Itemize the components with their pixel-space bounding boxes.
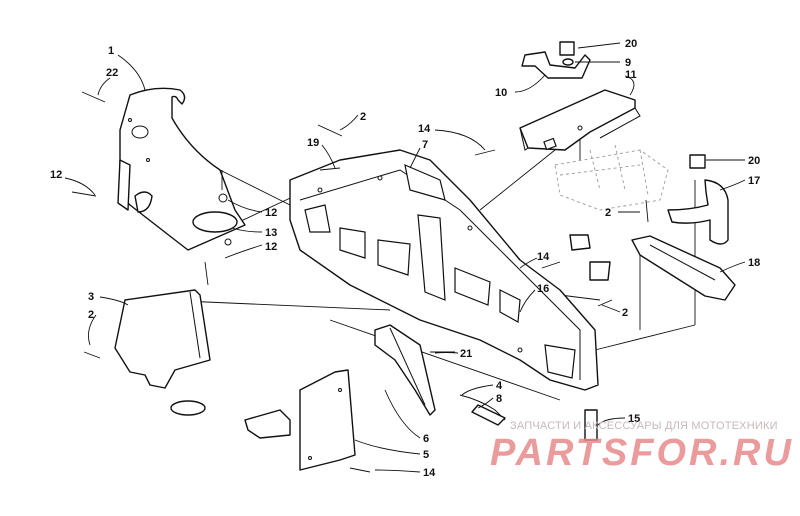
- callout-label: 12: [50, 169, 62, 181]
- callout-label: 18: [748, 257, 760, 269]
- callout-label: 1: [108, 45, 114, 57]
- part-3-left-shield: [114, 289, 211, 416]
- callout-label: 12: [265, 207, 277, 219]
- part-10-11-upper-bracket: [519, 51, 641, 151]
- callout-label: 2: [622, 307, 628, 319]
- callout-label: 14: [537, 251, 550, 263]
- callout-label: 21: [460, 348, 472, 360]
- hardware: [71, 41, 706, 473]
- part-18-lower-bracket: [631, 235, 736, 301]
- callout-label: 12: [265, 241, 277, 253]
- callout-label: 6: [423, 433, 429, 445]
- callout-label: 5: [423, 449, 429, 461]
- callout-label: 11: [625, 69, 637, 81]
- part-1-left-bracket: [117, 87, 246, 251]
- part-17-curved-arm: [667, 179, 729, 245]
- callout-label: 22: [106, 67, 118, 79]
- callout-label: 2: [605, 207, 611, 219]
- callout-label: 2: [360, 111, 366, 123]
- callout-label: 4: [496, 380, 503, 392]
- callout-leaders: [64, 42, 746, 473]
- callout-label: 8: [496, 393, 502, 405]
- part-6-center-bracket: [374, 324, 436, 416]
- callout-label: 17: [748, 175, 760, 187]
- callout-label: 2: [88, 309, 94, 321]
- callout-label: 14: [423, 467, 436, 479]
- callout-label: 15: [628, 413, 640, 425]
- callout-label: 20: [748, 155, 760, 167]
- callout-labels: 1 22 12 12 13 12 2 19 7 14 20 9 10 11 2 …: [50, 38, 760, 479]
- watermark-tagline: ЗАПЧАСТИ И АКСЕССУАРЫ ДЛЯ МОТОТЕХНИКИ: [510, 420, 778, 432]
- watermark-logo: PARTSFOR.RU: [490, 432, 794, 474]
- callout-label: 14: [418, 123, 431, 135]
- callout-label: 10: [495, 87, 507, 99]
- part-5-lower-plate: [244, 369, 356, 471]
- callout-label: 19: [307, 137, 319, 149]
- callout-label: 3: [88, 291, 94, 303]
- callout-label: 20: [625, 38, 637, 50]
- reference-assembly-outline: [554, 144, 669, 211]
- callout-label: 16: [537, 283, 549, 295]
- callout-label: 7: [422, 139, 428, 151]
- callout-label: 13: [265, 227, 277, 239]
- part-7-main-frame-rail: [289, 149, 599, 391]
- callout-label: 9: [625, 57, 631, 69]
